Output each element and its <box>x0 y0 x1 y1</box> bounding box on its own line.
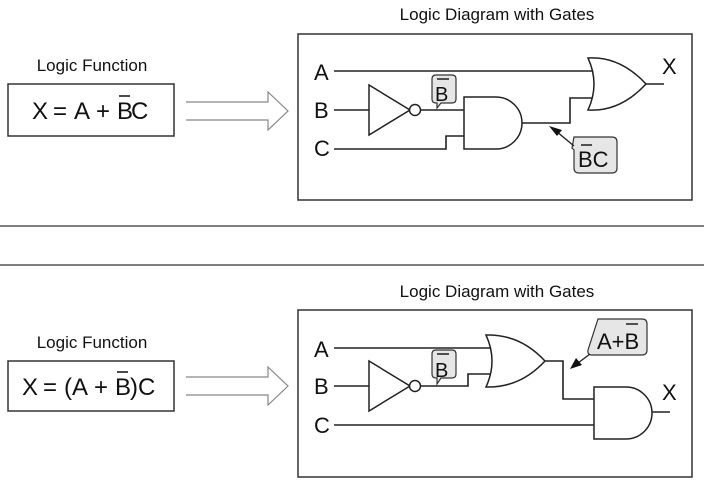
callout-result-text-1: BC <box>578 147 609 172</box>
input-c-label: C <box>314 136 330 161</box>
pointer-arrowhead-1 <box>549 126 562 136</box>
input-a-label: A <box>314 337 329 362</box>
expression-box-2 <box>7 360 175 412</box>
expr1-eq: = <box>53 98 67 125</box>
diagram-title-2: Logic Diagram with Gates <box>400 282 595 301</box>
expr1-plus: + <box>96 98 110 125</box>
expr2-plus: + <box>94 374 108 401</box>
not-bubble-1 <box>408 103 422 117</box>
expression-2: X = (A + B )C <box>22 371 155 401</box>
pointer-line-2 <box>577 353 591 364</box>
wire-and-out <box>522 97 592 124</box>
input-b-label: B <box>314 98 329 123</box>
expression-1: X = A + B C <box>32 95 148 125</box>
expr2-b: B <box>115 374 131 401</box>
input-b-label: B <box>314 374 329 399</box>
expr2-lhs: X <box>22 374 38 401</box>
expr1-c: C <box>131 98 148 125</box>
input-c-label: C <box>314 413 330 438</box>
expression-box-1 <box>7 83 175 137</box>
output-x-label: X <box>662 380 677 405</box>
callout-result-2 <box>587 318 648 356</box>
wire-or-out <box>545 360 594 400</box>
expr1-b: B <box>117 98 133 125</box>
pointer-arrowhead-2 <box>570 358 582 369</box>
function-label-2: Logic Function <box>37 333 148 352</box>
diagram-frame-1 <box>297 33 693 201</box>
not-gate-1 <box>368 83 412 137</box>
not-bubble-2 <box>408 379 422 393</box>
callout-not-b-1 <box>431 74 457 110</box>
diagram-frame-2 <box>297 309 693 478</box>
and-gate-1 <box>463 96 523 150</box>
transform-arrow-1 <box>186 90 289 132</box>
wire-c <box>334 135 464 150</box>
expr2-c: )C <box>130 374 155 401</box>
diagram-title-1: Logic Diagram with Gates <box>400 5 595 24</box>
wire-not-b <box>421 373 490 387</box>
callout-result-1 <box>571 136 618 174</box>
function-label-1: Logic Function <box>37 56 148 75</box>
callout-not-b-2 <box>431 349 457 386</box>
output-x-label: X <box>662 54 677 79</box>
section-2: Logic Function X = (A + B )C Logic Diagr… <box>7 282 693 478</box>
callout-not-b-text-2: B <box>435 360 448 382</box>
and-gate-2 <box>593 386 653 440</box>
expr2-eq: = <box>43 374 57 401</box>
callout-result-text-2: A+B <box>597 329 639 354</box>
section-1: Logic Function X = A + B C Logic Diagram… <box>7 5 693 201</box>
or-gate-2 <box>484 334 547 388</box>
expr1-a: A <box>74 98 90 125</box>
callout-not-b-text-1: B <box>435 84 448 106</box>
expr2-a: (A <box>64 374 88 401</box>
or-gate-1 <box>586 57 648 111</box>
not-gate-2 <box>368 359 412 413</box>
expr1-lhs: X <box>32 98 48 125</box>
transform-arrow-2 <box>186 365 289 407</box>
input-a-label: A <box>314 60 329 85</box>
